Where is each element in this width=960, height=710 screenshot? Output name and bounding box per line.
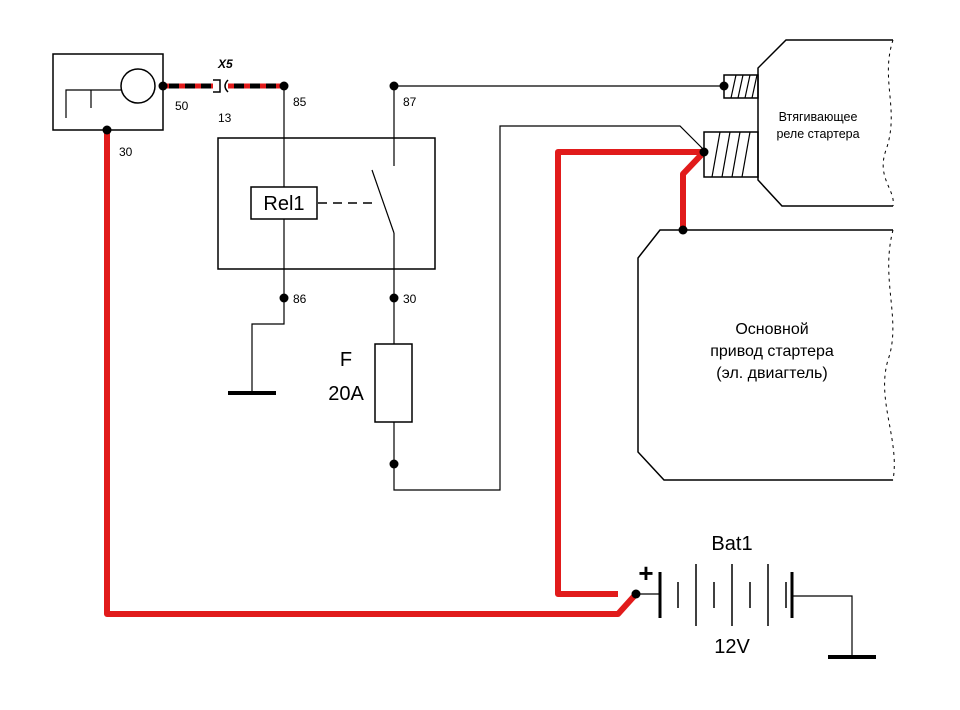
pin-label-switch-50: 50 [175, 99, 189, 113]
pin-labels: 50 30 85 87 86 30 [119, 95, 417, 306]
fuse-rating: 20A [328, 383, 364, 405]
ignition-switch-contact-icon [65, 89, 121, 118]
connector-x5-label: X5 [217, 57, 233, 71]
wire-fuse-to-solenoid [393, 125, 705, 491]
ignition-switch-lamp-icon [120, 68, 156, 104]
pin-label-relay-30: 30 [403, 292, 417, 306]
junction-dot [389, 81, 399, 91]
solenoid-terminal-power [703, 131, 759, 178]
junction-dot [631, 589, 641, 599]
junction-dot [678, 225, 688, 235]
junction-dot [279, 81, 289, 91]
battery-voltage: 12V [714, 636, 750, 658]
relay-housing [217, 137, 436, 270]
motor-break-line [884, 229, 895, 481]
solenoid-label-line1: Втягивающее [779, 110, 858, 124]
junction-dot [389, 459, 399, 469]
pin-label-relay-86: 86 [293, 292, 307, 306]
battery: + Bat1 12V [636, 533, 794, 658]
battery-plus-sign: + [638, 558, 653, 588]
pin-label-relay-87: 87 [403, 95, 417, 109]
motor-body [637, 229, 893, 481]
wire-86-to-ground [251, 298, 285, 392]
control-wires [251, 85, 853, 656]
solenoid-terminal-control-thread-icon [730, 74, 758, 99]
relay-switch-blade [371, 169, 395, 234]
junction-dot [279, 293, 289, 303]
solenoid-terminal-power-thread-icon [711, 131, 751, 178]
starter-solenoid: Втягивающее реле стартера [703, 39, 894, 207]
fuse-body [374, 343, 413, 423]
junction-dots [102, 81, 729, 599]
motor-label-line2: привод стартера [710, 343, 834, 360]
motor-label-line1: Основной [735, 321, 808, 338]
solenoid-label-line2: реле стартера [776, 127, 859, 141]
solenoid-body [757, 39, 893, 207]
relay: Rel1 [217, 137, 436, 270]
relay-coil [250, 186, 318, 220]
power-wires [104, 83, 707, 617]
relay-label: Rel1 [263, 193, 304, 215]
solenoid-break-line [882, 39, 894, 207]
junction-dot [389, 293, 399, 303]
fuse-label: F [340, 349, 352, 371]
connector-pin-13: 13 [218, 111, 232, 125]
power-wire-battery-to-solenoid [555, 149, 704, 597]
connector-x5-pin-icon [213, 79, 221, 93]
battery-label: Bat1 [711, 533, 752, 555]
wire-battery-to-ground [792, 595, 853, 656]
junction-dot [699, 147, 709, 157]
pin-label-relay-85: 85 [293, 95, 307, 109]
ignition-switch-body [52, 53, 164, 131]
junction-dot [102, 125, 112, 135]
pin-label-switch-30: 30 [119, 145, 133, 159]
junction-dot [719, 81, 729, 91]
junction-dot [158, 81, 168, 91]
motor-label-line3: (эл. двиагтель) [716, 365, 827, 382]
ignition-switch [52, 53, 164, 131]
connector-x5-socket-icon [224, 79, 229, 93]
power-wire-solenoid-to-motor [680, 149, 707, 230]
power-wire-switch-to-battery [104, 130, 639, 617]
connector-x5: X5 13 [213, 57, 233, 125]
starter-motor: Основной привод стартера (эл. двиагтель) [637, 229, 895, 481]
fuse: F 20A [328, 343, 413, 423]
